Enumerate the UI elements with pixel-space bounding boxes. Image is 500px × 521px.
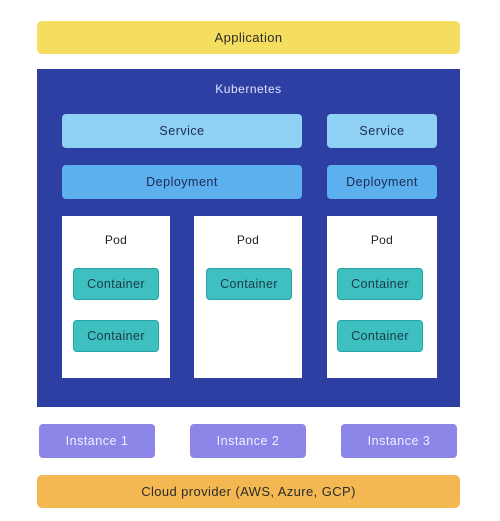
pod-1-container-1: Container bbox=[73, 268, 159, 300]
service-box-1: Service bbox=[62, 114, 302, 148]
application-layer: Application bbox=[37, 21, 460, 54]
cloud-provider-layer: Cloud provider (AWS, Azure, GCP) bbox=[37, 475, 460, 508]
pod-1-label: Pod bbox=[104, 233, 128, 247]
deployment-box-1: Deployment bbox=[62, 165, 302, 199]
pod-3-label: Pod bbox=[370, 233, 394, 247]
instance-3: Instance 3 bbox=[341, 424, 457, 458]
instance-1: Instance 1 bbox=[39, 424, 155, 458]
pod-1-container-2: Container bbox=[73, 320, 159, 352]
pod-3-container-1: Container bbox=[337, 268, 423, 300]
instance-2: Instance 2 bbox=[190, 424, 306, 458]
pod-2-container-1: Container bbox=[206, 268, 292, 300]
pod-2-label: Pod bbox=[236, 233, 260, 247]
kubernetes-title: Kubernetes bbox=[215, 82, 282, 96]
service-box-2: Service bbox=[327, 114, 437, 148]
pod-3-container-2: Container bbox=[337, 320, 423, 352]
deployment-box-2: Deployment bbox=[327, 165, 437, 199]
